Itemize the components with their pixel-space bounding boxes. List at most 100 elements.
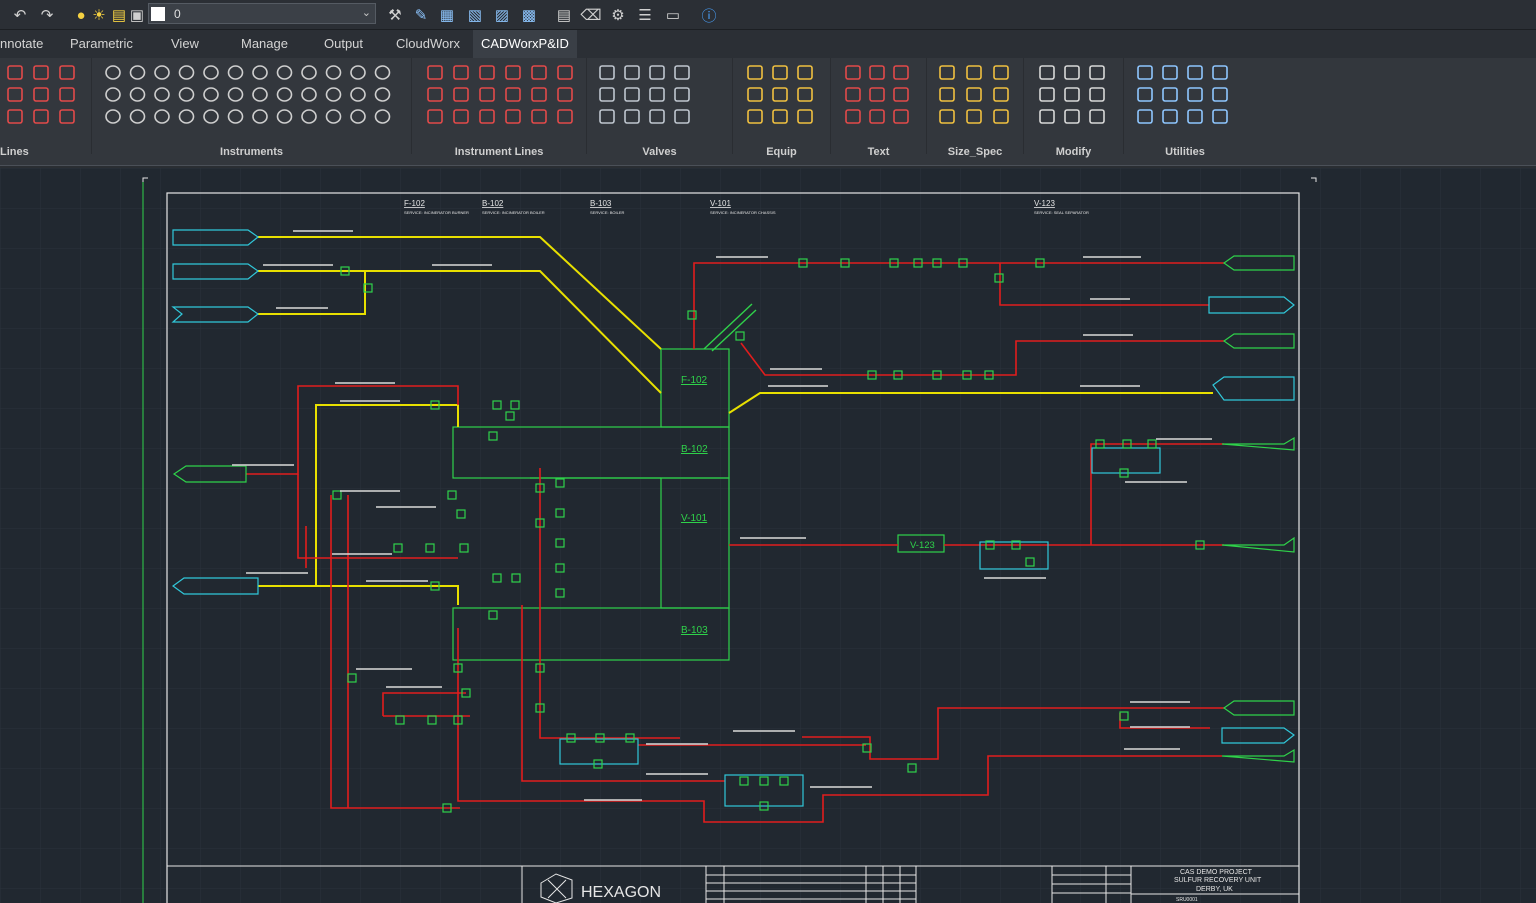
ribbon-tool-icon[interactable] bbox=[427, 109, 443, 124]
ribbon-tool-icon[interactable] bbox=[869, 87, 885, 102]
ribbon-tool-icon[interactable] bbox=[1039, 87, 1055, 102]
ribbon-tool-icon[interactable] bbox=[649, 65, 665, 80]
valve-symbol[interactable] bbox=[687, 310, 697, 320]
ribbon-tool-icon[interactable] bbox=[178, 87, 195, 102]
valve-symbol[interactable] bbox=[332, 490, 342, 500]
valve-symbol[interactable] bbox=[566, 733, 576, 743]
valve-symbol[interactable] bbox=[1119, 468, 1129, 478]
ribbon-tool-icon[interactable] bbox=[178, 65, 195, 80]
ribbon-tool-icon[interactable] bbox=[427, 87, 443, 102]
ribbon-tool-icon[interactable] bbox=[1187, 87, 1203, 102]
ribbon-tool-icon[interactable] bbox=[453, 87, 469, 102]
ribbon-tool-icon[interactable] bbox=[624, 87, 640, 102]
valve-symbol[interactable] bbox=[798, 258, 808, 268]
ribbon-tool-icon[interactable] bbox=[531, 65, 547, 80]
ribbon-tool-icon[interactable] bbox=[178, 109, 195, 124]
group-icon[interactable]: ▧ bbox=[467, 7, 483, 24]
select-icon[interactable]: ▦ bbox=[439, 7, 455, 24]
ribbon-tool-icon[interactable] bbox=[1064, 87, 1080, 102]
valve-symbol[interactable] bbox=[994, 273, 1004, 283]
ribbon-tool-icon[interactable] bbox=[203, 65, 219, 80]
valve-symbol[interactable] bbox=[1147, 439, 1157, 449]
ribbon-tool-icon[interactable] bbox=[649, 87, 665, 102]
ribbon-tool-icon[interactable] bbox=[154, 87, 170, 102]
ungroup-icon[interactable]: ▨ bbox=[494, 7, 510, 24]
valve-symbol[interactable] bbox=[932, 370, 942, 380]
valve-symbol[interactable] bbox=[735, 331, 745, 341]
ribbon-tool-icon[interactable] bbox=[276, 87, 293, 102]
ribbon-tool-icon[interactable] bbox=[599, 65, 615, 80]
ribbon-tool-icon[interactable] bbox=[350, 109, 366, 124]
ribbon-tool-icon[interactable] bbox=[845, 87, 861, 102]
ribbon-tool-icon[interactable] bbox=[129, 109, 146, 124]
ribbon-tool-icon[interactable] bbox=[797, 65, 813, 80]
ribbon-tool-icon[interactable] bbox=[939, 65, 955, 80]
layer-dropdown[interactable]: 0 ⌄ bbox=[148, 3, 376, 24]
ribbon-tool-icon[interactable] bbox=[276, 65, 293, 80]
ribbon-tool-icon[interactable] bbox=[845, 109, 861, 124]
valve-symbol[interactable] bbox=[453, 663, 463, 673]
ribbon-tool-icon[interactable] bbox=[531, 87, 547, 102]
ribbon-tool-icon[interactable] bbox=[599, 109, 615, 124]
ribbon-tool-icon[interactable] bbox=[1137, 87, 1153, 102]
ribbon-tool-icon[interactable] bbox=[893, 65, 909, 80]
valve-symbol[interactable] bbox=[430, 581, 440, 591]
valve-symbol[interactable] bbox=[510, 400, 520, 410]
valve-symbol[interactable] bbox=[393, 543, 403, 553]
ribbon-tool-icon[interactable] bbox=[772, 65, 788, 80]
ribbon-tool-icon[interactable] bbox=[129, 87, 146, 102]
valve-symbol[interactable] bbox=[456, 509, 466, 519]
ribbon-tool-icon[interactable] bbox=[453, 65, 469, 80]
valve-symbol[interactable] bbox=[893, 370, 903, 380]
ribbon-tool-icon[interactable] bbox=[531, 109, 547, 124]
ribbon-tool-icon[interactable] bbox=[350, 87, 366, 102]
ribbon-tool-icon[interactable] bbox=[747, 109, 763, 124]
ribbon-tool-icon[interactable] bbox=[374, 87, 391, 102]
ribbon-tool-icon[interactable] bbox=[1089, 87, 1105, 102]
match-icon[interactable]: ⚒ bbox=[388, 7, 402, 24]
ribbon-tool-icon[interactable] bbox=[1187, 109, 1203, 124]
ribbon-tool-icon[interactable] bbox=[479, 87, 495, 102]
ribbon-tool-icon[interactable] bbox=[1064, 65, 1080, 80]
valve-symbol[interactable] bbox=[593, 759, 603, 769]
eraser-icon[interactable]: ⌫ bbox=[580, 7, 602, 24]
ribbon-tool-icon[interactable] bbox=[154, 109, 170, 124]
ribbon-tool-icon[interactable] bbox=[966, 65, 982, 80]
ribbon-tool-icon[interactable] bbox=[1039, 109, 1055, 124]
ribbon-tool-icon[interactable] bbox=[252, 65, 268, 80]
redo-icon[interactable]: ↷ bbox=[40, 7, 54, 24]
valve-symbol[interactable] bbox=[488, 610, 498, 620]
valve-symbol[interactable] bbox=[461, 688, 471, 698]
valve-symbol[interactable] bbox=[759, 776, 769, 786]
valve-symbol[interactable] bbox=[442, 803, 452, 813]
ribbon-tool-icon[interactable] bbox=[1162, 109, 1178, 124]
ribbon-tool-icon[interactable] bbox=[7, 65, 23, 80]
ribbon-tool-icon[interactable] bbox=[845, 65, 861, 80]
ribbon-tool-icon[interactable] bbox=[1089, 65, 1105, 80]
ribbon-tool-icon[interactable] bbox=[1064, 109, 1080, 124]
valve-symbol[interactable] bbox=[430, 400, 440, 410]
valve-symbol[interactable] bbox=[889, 258, 899, 268]
ribbon-tool-icon[interactable] bbox=[105, 109, 121, 124]
valve-symbol[interactable] bbox=[1095, 439, 1105, 449]
array-icon[interactable]: ▩ bbox=[521, 7, 537, 24]
ribbon-tool-icon[interactable] bbox=[33, 65, 49, 80]
ribbon-tool-icon[interactable] bbox=[276, 109, 293, 124]
tab-manage[interactable]: Manage bbox=[241, 36, 288, 51]
ribbon-tool-icon[interactable] bbox=[374, 109, 391, 124]
ribbon-tool-icon[interactable] bbox=[203, 109, 219, 124]
ribbon-tool-icon[interactable] bbox=[939, 109, 955, 124]
valve-symbol[interactable] bbox=[535, 483, 545, 493]
tab-parametric[interactable]: Parametric bbox=[70, 36, 133, 51]
ribbon-tool-icon[interactable] bbox=[505, 87, 521, 102]
valve-symbol[interactable] bbox=[555, 538, 565, 548]
drawing-canvas[interactable]: F-102 B-102 V-101 B-103 V-123 F-102 SERV… bbox=[0, 168, 1536, 903]
ribbon-tool-icon[interactable] bbox=[893, 87, 909, 102]
valve-symbol[interactable] bbox=[511, 573, 521, 583]
ribbon-tool-icon[interactable] bbox=[59, 65, 75, 80]
valve-symbol[interactable] bbox=[595, 733, 605, 743]
valve-symbol[interactable] bbox=[459, 543, 469, 553]
ribbon-tool-icon[interactable] bbox=[1137, 109, 1153, 124]
ribbon-tool-icon[interactable] bbox=[374, 65, 391, 80]
ribbon-tool-icon[interactable] bbox=[624, 65, 640, 80]
